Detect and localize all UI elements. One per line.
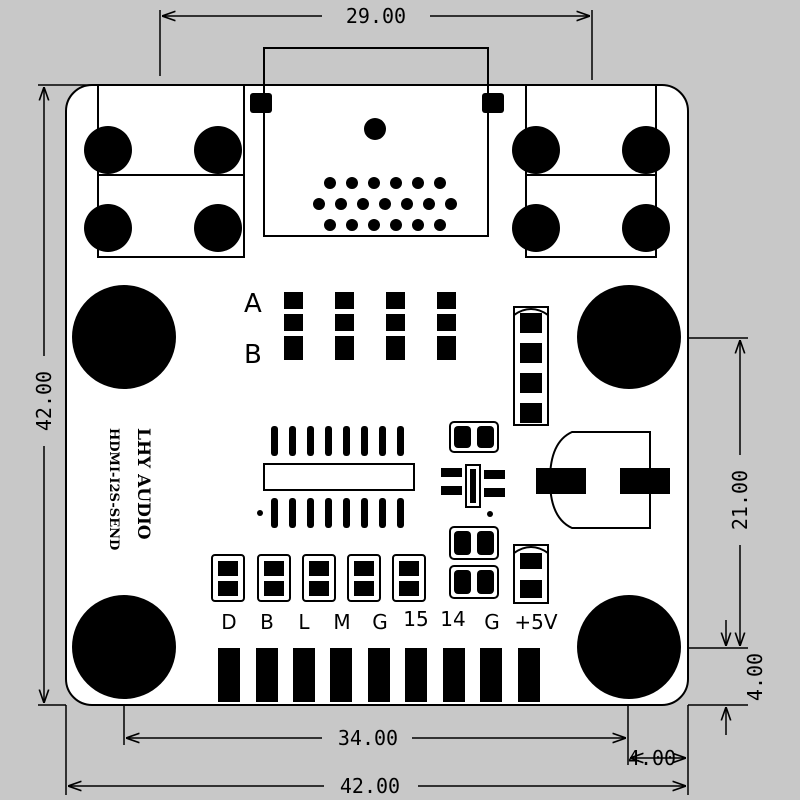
dimension-bottom: 34.00 4.00 42.00 bbox=[65, 705, 689, 798]
diode-pads bbox=[513, 544, 549, 604]
hdmi-connector bbox=[250, 47, 504, 237]
mounting-hole-bottom-left bbox=[72, 595, 176, 699]
solder-jumpers bbox=[284, 292, 456, 360]
left-jack-footprint bbox=[84, 84, 245, 258]
capacitor-pads-upper bbox=[449, 421, 499, 453]
jumper-b-label: B bbox=[244, 340, 262, 370]
pin-label-15: 15 bbox=[403, 607, 428, 631]
bottom-smd-pads bbox=[211, 554, 426, 602]
brand-label: LHY AUDIO bbox=[133, 428, 153, 540]
crystal-footprint bbox=[536, 431, 670, 529]
pin-label-5v: +5V bbox=[514, 610, 557, 634]
pin-label-d: D bbox=[221, 610, 236, 634]
dim-top-label: 29.00 bbox=[346, 4, 406, 28]
hdmi-pin-grid bbox=[313, 177, 457, 231]
mounting-hole-bottom-right bbox=[577, 595, 681, 699]
mounting-hole-top-left bbox=[72, 285, 176, 389]
dim-left-label: 42.00 bbox=[32, 371, 56, 431]
pin-label-14: 14 bbox=[440, 607, 465, 631]
model-label: HDMI-I2S-SEND bbox=[106, 428, 121, 550]
capacitor-pads-lower bbox=[449, 526, 499, 599]
jumper-a-label: A bbox=[244, 289, 262, 319]
mounting-hole-top-right bbox=[577, 285, 681, 389]
dim-right-offset-label: 4.00 bbox=[743, 653, 767, 701]
pin-label-g2: G bbox=[484, 610, 500, 634]
pin-labels: D B L M G 15 14 G +5V bbox=[221, 607, 558, 634]
soic-chip-footprint bbox=[257, 426, 415, 528]
dimension-left: 42.00 bbox=[32, 84, 300, 706]
dimension-right: 21.00 4.00 bbox=[688, 337, 767, 735]
dim-bottom-label: 34.00 bbox=[338, 726, 398, 750]
pin-label-g1: G bbox=[372, 610, 388, 634]
pin-label-l: L bbox=[298, 610, 310, 634]
header-pads bbox=[218, 648, 540, 702]
dim-bottom-total-label: 42.00 bbox=[340, 774, 400, 798]
dim-bottom-offset-label: 4.00 bbox=[628, 746, 676, 770]
resistor-array-pads bbox=[513, 306, 549, 426]
pin-label-m: M bbox=[333, 610, 350, 634]
pin-label-b: B bbox=[260, 610, 274, 634]
dimension-top: 29.00 bbox=[159, 4, 593, 80]
right-jack-footprint bbox=[512, 84, 670, 258]
sot-transistor-pads bbox=[441, 464, 505, 517]
dim-right-label: 21.00 bbox=[728, 470, 752, 530]
